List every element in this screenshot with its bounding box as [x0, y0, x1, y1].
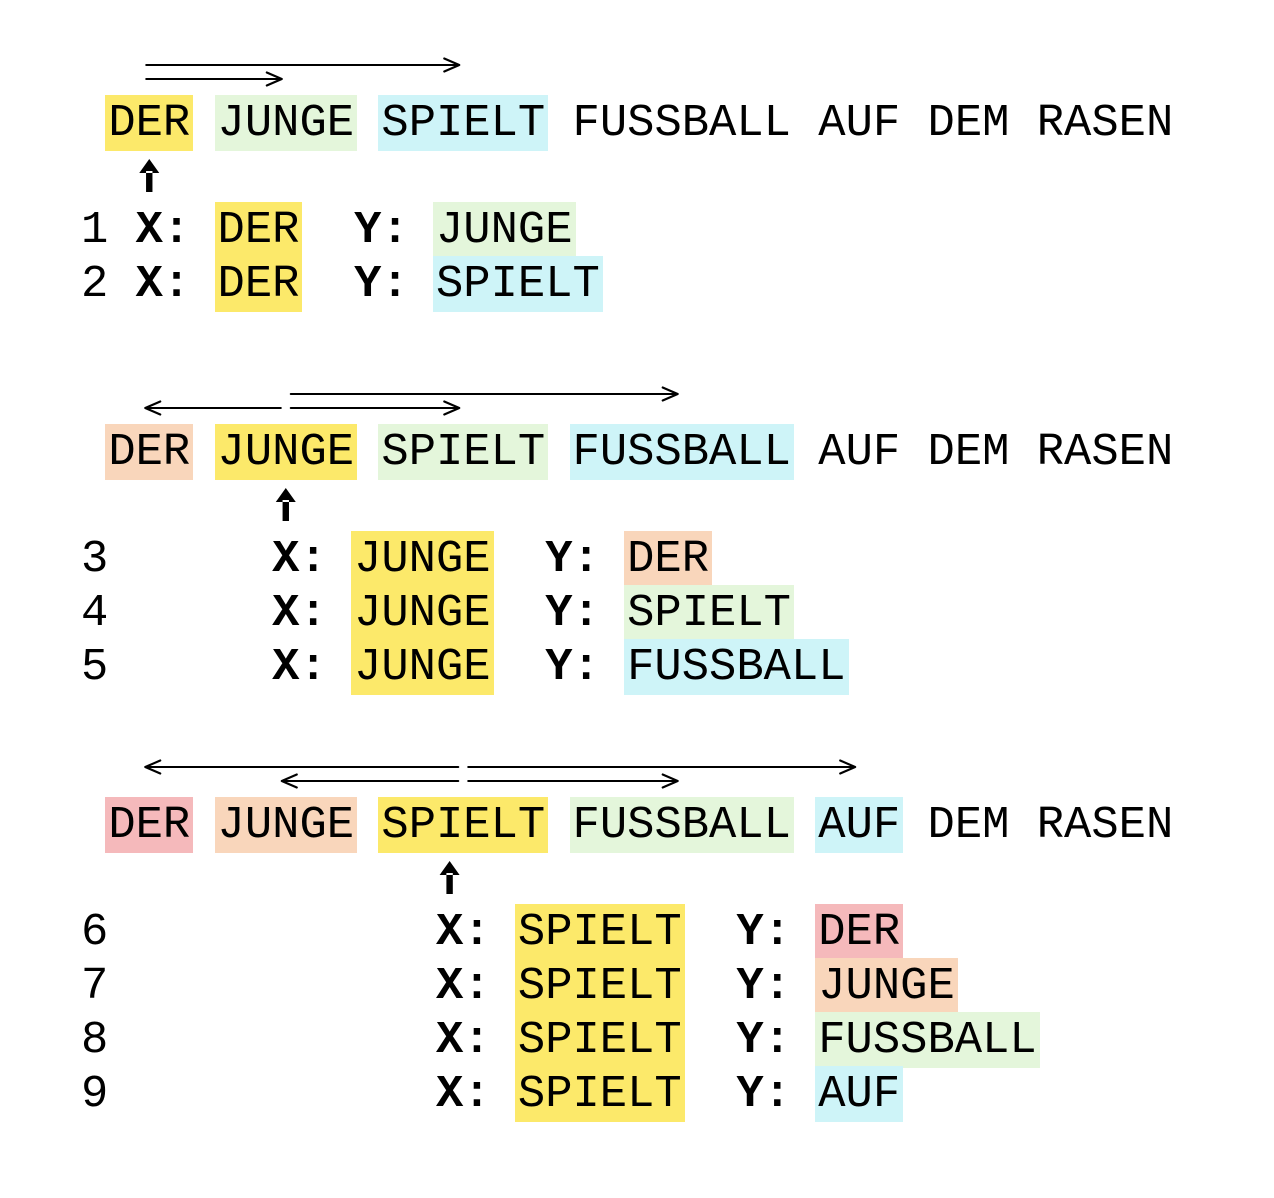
sentence-word: RASEN: [1036, 799, 1174, 851]
sentence-word: AUF: [815, 797, 904, 853]
context-arrow: [289, 386, 679, 402]
sentence-word: DER: [105, 95, 194, 151]
context-arrow: [280, 773, 460, 789]
pair-number: 5: [81, 641, 109, 693]
sentence-word: SPIELT: [378, 95, 549, 151]
pair-number: 1: [81, 204, 109, 256]
context-arrow: [144, 400, 282, 416]
pair-number: 2: [81, 258, 109, 310]
y-word: SPIELT: [624, 585, 794, 641]
pair-number: 7: [81, 960, 109, 1012]
x-label: X:: [272, 641, 327, 693]
x-word: SPIELT: [514, 958, 685, 1014]
y-label: Y:: [354, 204, 409, 256]
context-arrow: [289, 400, 461, 416]
x-word: SPIELT: [514, 904, 685, 960]
focus-up-arrow: [439, 861, 460, 894]
x-label: X:: [272, 587, 327, 639]
x-label: X:: [272, 533, 327, 585]
training-pair-row: 8 X: SPIELT Y: FUSSBALL: [81, 1012, 1040, 1068]
x-label: X:: [435, 960, 491, 1012]
sentence-word: DER: [105, 797, 194, 853]
sentence-word: RASEN: [1036, 97, 1174, 149]
x-label: X:: [135, 258, 191, 310]
pair-number: 6: [81, 906, 109, 958]
sentence-word: FUSSBALL: [569, 797, 794, 853]
x-label: X:: [435, 906, 491, 958]
pair-number: 3: [81, 533, 109, 585]
y-word: FUSSBALL: [624, 639, 849, 695]
y-label: Y:: [736, 1014, 791, 1066]
training-pair-row: 9 X: SPIELT Y: AUF: [81, 1066, 904, 1122]
y-word: JUNGE: [815, 958, 958, 1014]
sentence-word: DEM: [927, 97, 1010, 149]
y-label: Y:: [545, 641, 600, 693]
sentence-word: JUNGE: [214, 95, 358, 151]
x-label: X:: [435, 1068, 491, 1120]
sentence-word: FUSSBALL: [572, 97, 791, 149]
x-word: SPIELT: [514, 1066, 685, 1122]
y-word: AUF: [815, 1066, 904, 1122]
y-label: Y:: [736, 960, 791, 1012]
context-arrow: [467, 759, 857, 775]
context-arrow: [145, 57, 461, 73]
x-word: DER: [214, 256, 303, 312]
y-word: DER: [624, 531, 713, 587]
sentence-word: FUSSBALL: [569, 424, 794, 480]
sentence-word: SPIELT: [378, 797, 549, 853]
training-pair-row: 5 X: JUNGE Y: FUSSBALL: [81, 639, 849, 695]
y-word: DER: [815, 904, 904, 960]
sentence-word: RASEN: [1036, 426, 1174, 478]
x-label: X:: [435, 1014, 491, 1066]
pair-number: 8: [81, 1014, 109, 1066]
training-pair-row: 7 X: SPIELT Y: JUNGE: [81, 958, 958, 1014]
training-pair-row: 6 X: SPIELT Y: DER: [81, 904, 904, 960]
sentence-word: JUNGE: [214, 424, 358, 480]
x-label: X:: [135, 204, 191, 256]
context-arrow: [144, 759, 460, 775]
focus-up-arrow: [275, 488, 296, 521]
training-pair-row: 3 X: JUNGE Y: DER: [81, 531, 713, 587]
focus-up-arrow: [139, 159, 160, 192]
y-label: Y:: [736, 1068, 791, 1120]
context-arrow: [145, 71, 283, 87]
x-word: JUNGE: [351, 639, 494, 695]
x-word: SPIELT: [514, 1012, 685, 1068]
training-pair-row: 2 X: DER Y: SPIELT: [81, 256, 603, 312]
sentence-word: DEM: [927, 426, 1010, 478]
sentence-word: SPIELT: [378, 424, 549, 480]
y-label: Y:: [545, 587, 600, 639]
x-word: JUNGE: [351, 585, 494, 641]
y-label: Y:: [736, 906, 791, 958]
y-word: FUSSBALL: [815, 1012, 1040, 1068]
y-word: JUNGE: [433, 202, 576, 258]
sentence-line: DER JUNGE SPIELT FUSSBALL AUF DEM RASEN: [81, 95, 1173, 151]
x-word: DER: [214, 202, 303, 258]
pair-number: 9: [81, 1068, 109, 1120]
sentence-line: DER JUNGE SPIELT FUSSBALL AUF DEM RASEN: [81, 797, 1173, 853]
x-word: JUNGE: [351, 531, 494, 587]
sentence-word: DER: [105, 424, 194, 480]
training-pair-row: 1 X: DER Y: JUNGE: [81, 202, 576, 258]
y-label: Y:: [545, 533, 600, 585]
sentence-word: AUF: [818, 97, 901, 149]
sentence-word: AUF: [818, 426, 901, 478]
sentence-line: DER JUNGE SPIELT FUSSBALL AUF DEM RASEN: [81, 424, 1173, 480]
y-word: SPIELT: [433, 256, 603, 312]
sentence-word: JUNGE: [214, 797, 358, 853]
sentence-word: DEM: [927, 799, 1010, 851]
y-label: Y:: [354, 258, 409, 310]
pair-number: 4: [81, 587, 109, 639]
training-pair-row: 4 X: JUNGE Y: SPIELT: [81, 585, 794, 641]
context-arrow: [467, 773, 679, 789]
